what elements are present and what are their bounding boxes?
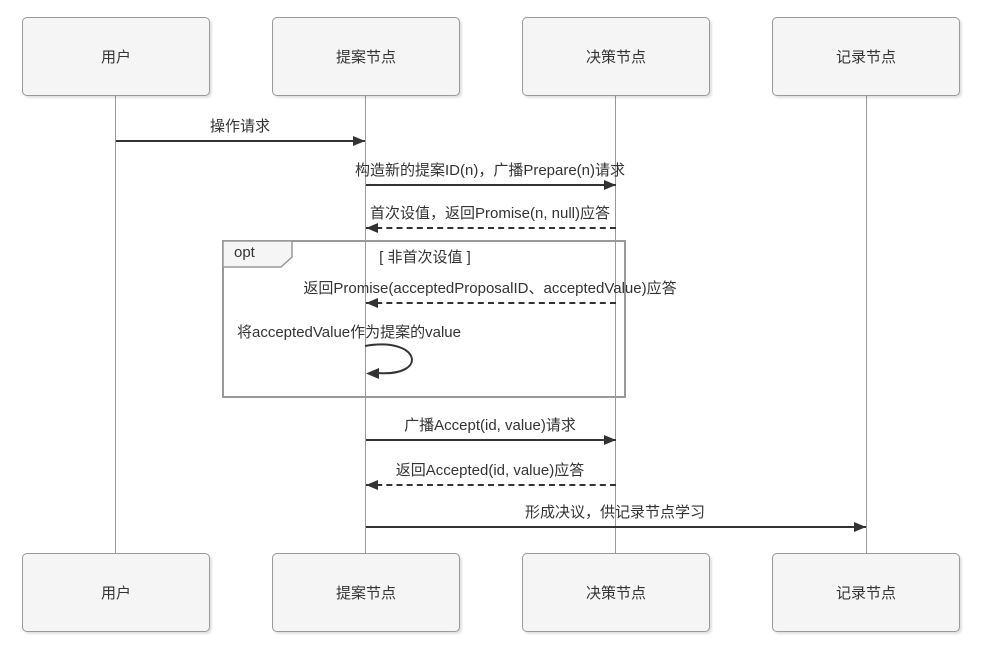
arrowhead-left-icon xyxy=(366,368,379,379)
arrowhead-right-icon xyxy=(854,522,866,532)
self-message-loop xyxy=(364,343,413,379)
participant-label: 决策节点 xyxy=(585,49,646,66)
participant-box-proposer-bottom: 提案节点 xyxy=(272,553,460,632)
message-arrow-operation-request xyxy=(116,140,365,142)
participant-box-proposer-top: 提案节点 xyxy=(272,17,460,96)
arrowhead-left-icon xyxy=(366,480,378,490)
lifeline-user xyxy=(115,96,116,553)
self-loop-curve xyxy=(364,343,413,375)
message-label-operation-request: 操作请求 xyxy=(209,118,271,135)
arrowhead-left-icon xyxy=(366,223,378,233)
participant-box-recorder-bottom: 记录节点 xyxy=(772,553,960,632)
arrowhead-right-icon xyxy=(604,180,616,190)
participant-box-recorder-top: 记录节点 xyxy=(772,17,960,96)
message-label-prepare-request: 构造新的提案ID(n)，广播Prepare(n)请求 xyxy=(354,162,626,179)
lifeline-recorder xyxy=(866,96,867,553)
message-label-promise-first: 首次设值，返回Promise(n, null)应答 xyxy=(369,205,611,222)
message-arrow-promise-accepted xyxy=(366,302,616,304)
opt-guard-label: [ 非首次设值 ] xyxy=(379,249,471,266)
participant-box-user-bottom: 用户 xyxy=(22,553,210,632)
opt-frame xyxy=(222,240,626,398)
opt-tab-shape xyxy=(222,240,293,268)
lifeline-decider xyxy=(615,96,616,553)
arrowhead-right-icon xyxy=(604,435,616,445)
message-label-learn-decision: 形成决议，供记录节点学习 xyxy=(524,504,706,521)
arrowhead-right-icon xyxy=(353,136,365,146)
message-arrow-accept-request xyxy=(366,439,616,441)
participant-label: 用户 xyxy=(100,49,131,66)
participant-box-user-top: 用户 xyxy=(22,17,210,96)
message-label-promise-accepted: 返回Promise(acceptedProposalID、acceptedVal… xyxy=(303,280,677,297)
message-arrow-accepted-reply xyxy=(366,484,616,486)
participant-label: 记录节点 xyxy=(835,49,896,66)
opt-frame-tab xyxy=(222,240,293,268)
participant-label: 记录节点 xyxy=(835,585,896,602)
participant-label: 提案节点 xyxy=(335,49,396,66)
lifeline-proposer xyxy=(365,96,366,553)
message-arrow-promise-first xyxy=(366,227,616,229)
arrowhead-left-icon xyxy=(366,298,378,308)
message-arrow-learn-decision xyxy=(366,526,866,528)
message-label-accept-request: 广播Accept(id, value)请求 xyxy=(404,417,576,434)
participant-label: 用户 xyxy=(100,585,131,602)
participant-box-decider-bottom: 决策节点 xyxy=(522,553,710,632)
message-label-accepted-reply: 返回Accepted(id, value)应答 xyxy=(395,462,585,479)
participant-label: 提案节点 xyxy=(335,585,396,602)
opt-operator-label: opt xyxy=(234,244,255,261)
message-arrow-prepare-request xyxy=(366,184,616,186)
participant-box-decider-top: 决策节点 xyxy=(522,17,710,96)
participant-label: 决策节点 xyxy=(585,585,646,602)
message-label-set-accepted-value: 将acceptedValue作为提案的value xyxy=(237,324,461,341)
